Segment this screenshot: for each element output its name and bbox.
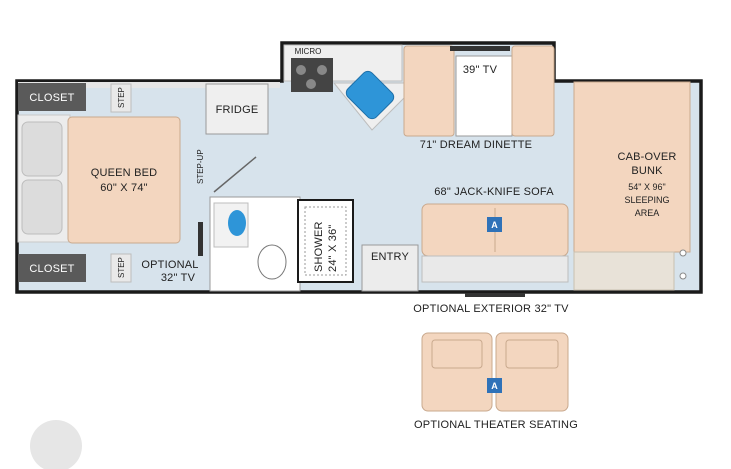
step-up-label: STEP-UP	[196, 149, 205, 184]
badge-theater-label: A	[491, 381, 498, 391]
pillow-top	[21, 121, 63, 177]
closet-bottom-label: CLOSET	[29, 263, 74, 275]
pillow-bottom	[21, 179, 63, 235]
dinette-table	[455, 55, 513, 137]
badge-sofa	[487, 217, 502, 232]
shower-label-2: 24" X 36"	[327, 224, 339, 272]
closet-top-label: CLOSET	[29, 92, 74, 104]
theater-seat-left-back	[431, 339, 483, 369]
entry-step	[361, 244, 419, 292]
burner-2	[317, 65, 327, 75]
optional-tv-rear	[198, 222, 203, 256]
micro-label: MICRO	[295, 47, 322, 56]
cabover-label-4: SLEEPING	[624, 195, 669, 205]
theater-seat-left	[421, 332, 493, 412]
cabover-label-2: BUNK	[631, 165, 663, 177]
upper-cabinet-strip	[18, 82, 280, 88]
badge-theater	[487, 378, 502, 393]
cabover-bunk	[573, 81, 691, 253]
dinette-label: 71" DREAM DINETTE	[420, 139, 532, 151]
seat-knob-1	[679, 249, 687, 257]
shower-pan	[304, 206, 347, 276]
queen-bed-label-1: QUEEN BED	[91, 167, 158, 179]
theater-seat-right	[495, 332, 569, 412]
exterior-tv	[465, 293, 525, 297]
entry-label: ENTRY	[371, 251, 410, 263]
closet-top	[18, 83, 86, 111]
step-top	[110, 83, 132, 113]
sofa-base	[421, 255, 569, 283]
closet-bottom	[18, 254, 86, 282]
seat-knob-2	[679, 272, 687, 280]
cabover-label-1: CAB-OVER	[617, 151, 676, 163]
exterior-tv-label: OPTIONAL EXTERIOR 32" TV	[413, 303, 569, 315]
sofa-label: 68" JACK-KNIFE SOFA	[434, 186, 554, 198]
queen-bed	[67, 116, 181, 244]
fridge	[205, 83, 269, 135]
shower-label-1: SHOWER	[313, 221, 325, 272]
burner-1	[296, 65, 306, 75]
shower	[297, 199, 354, 283]
fridge-label: FRIDGE	[216, 104, 259, 116]
bath-sink	[228, 210, 246, 236]
cabover-label-5: AREA	[635, 208, 660, 218]
tv-39-label: 39" TV	[463, 64, 498, 76]
toilet	[257, 244, 287, 280]
optional-tv-label-2: 32" TV	[161, 272, 196, 284]
step-top-label: STEP	[117, 87, 126, 108]
step-bottom	[110, 253, 132, 283]
theater-seating-label: OPTIONAL THEATER SEATING	[414, 419, 578, 431]
tv-39	[450, 46, 510, 51]
theater-seat-right-back	[505, 339, 559, 369]
kitchen-sink	[345, 70, 395, 120]
cabover-label-3: 54" X 96"	[628, 182, 665, 192]
corner-circle	[30, 420, 82, 469]
optional-tv-label-1: OPTIONAL	[141, 259, 198, 271]
bathroom-door	[213, 156, 257, 193]
cabover-step	[573, 251, 675, 291]
dinette-seat-left	[403, 45, 455, 137]
badge-sofa-label: A	[491, 220, 498, 230]
step-bottom-label: STEP	[117, 257, 126, 278]
queen-bed-label-2: 60" X 74"	[100, 182, 148, 194]
burner-3	[306, 79, 316, 89]
dinette-seat-right	[511, 45, 555, 137]
